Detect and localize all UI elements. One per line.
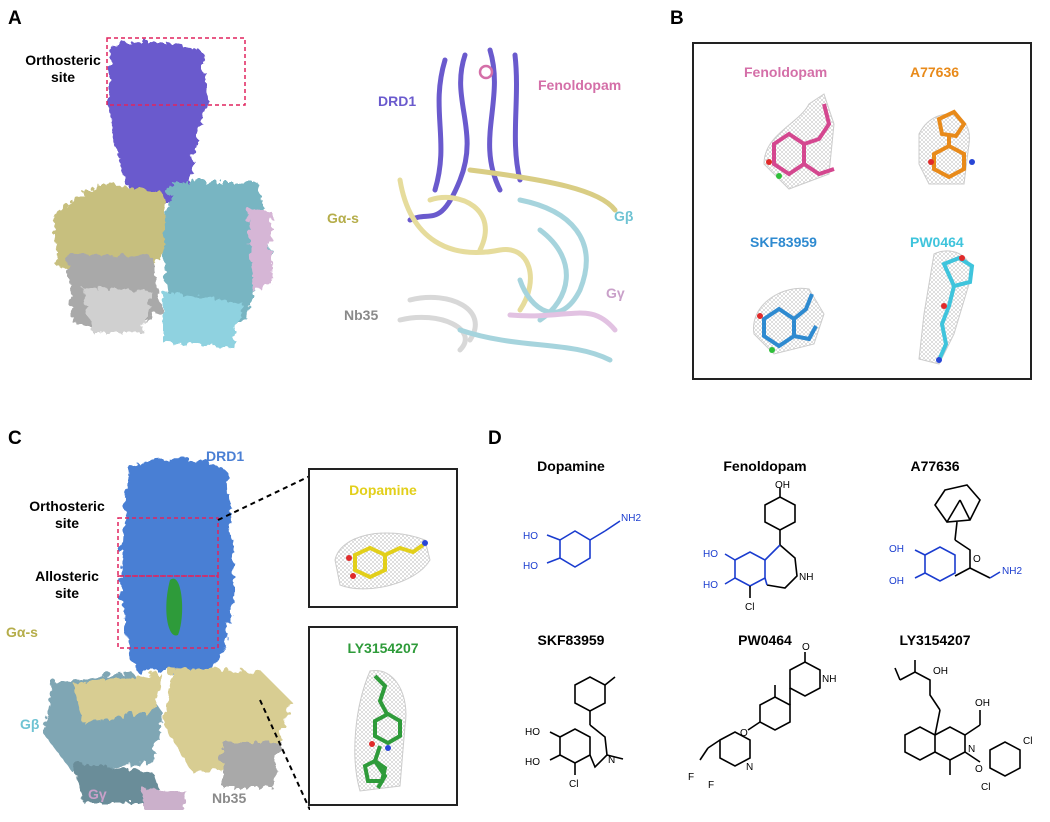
atom-label: N [608,755,615,766]
pw0464-structure: O NH O N F F [688,642,836,791]
atom-label: Cl [745,602,754,613]
a77636-label-b: A77636 [910,64,960,80]
atom-label: HO [703,549,718,560]
atom-label: OH [889,576,904,587]
panel-label-a: A [8,8,22,29]
compound-name: LY3154207 [899,632,971,648]
nb35-label-c: Nb35 [212,790,247,806]
atom-label: N [746,762,753,773]
panel-d: Dopamine Fenoldopam A77636 SKF83959 PW04… [495,440,1045,820]
panel-b-box: Fenoldopam A77636 SKF83959 PW0464 [692,42,1032,380]
skf83959-structure: HO HO N Cl [525,676,624,790]
panel-c: DRD1 Orthosteric site Allosteric site Gα… [0,420,480,820]
atom-label: F [708,780,714,791]
ly3154207-density [354,670,407,792]
atom-label: HO [523,561,538,572]
atom-label: O [740,728,748,739]
compound-name: A77636 [910,458,960,474]
gas-label-a: Gα-s [327,210,359,226]
drd1-label-a: DRD1 [378,93,417,109]
atom-label: HO [703,580,718,591]
dopamine-structure: HO HO NH2 [523,513,641,572]
orthosteric-site-label-a: Orthosteric site [25,52,101,85]
fenoldopam-label-b: Fenoldopam [744,64,828,80]
ly3154207-inset: LY3154207 [308,626,458,806]
gb-label-c: Gβ [20,716,40,732]
compound-name: SKF83959 [537,632,605,648]
atom-label: F [688,772,694,783]
panel-label-c: C [8,428,22,449]
gb-label-a: Gβ [614,208,634,224]
skf83959-label-b: SKF83959 [750,234,817,250]
gg-label-a: Gγ [606,285,625,301]
a77636-structure: O OH OH NH2 [889,484,1022,587]
atom-label: O [973,554,981,565]
atom-label: OH [889,544,904,555]
atom-label: Cl [1023,736,1032,747]
density-map-a [50,37,270,345]
panel-a: Orthosteric site DRD1 Fenoldopam Gα-s Gβ… [0,0,660,400]
atom-label: NH2 [1002,566,1022,577]
dopamine-density [334,532,431,590]
compound-name: Fenoldopam [723,458,807,474]
dopamine-label-c: Dopamine [349,482,417,498]
atom-label: OH [975,698,990,709]
density-map-c [40,456,310,810]
atom-label: O [975,764,983,775]
compound-name: PW0464 [738,632,792,648]
atom-label: HO [525,757,540,768]
atom-label: O [802,642,810,653]
gas-label-c: Gα-s [6,624,38,640]
ly3154207-label-c: LY3154207 [347,640,419,656]
atom-label: OH [933,666,948,677]
atom-label: HO [523,531,538,542]
pw0464-label-b: PW0464 [910,234,964,250]
atom-label: NH2 [621,513,641,524]
gg-label-c: Gγ [88,786,107,802]
atom-label: N [968,744,975,755]
nb35-label-a: Nb35 [344,307,379,323]
drd1-label-c: DRD1 [206,448,245,464]
fenoldopam-label-a: Fenoldopam [538,77,622,93]
atom-label: Cl [569,779,578,790]
allosteric-site-label-c: Allosteric site [35,568,99,601]
atom-label: NH [822,674,836,685]
panel-label-b: B [670,8,684,29]
fenoldopam-structure: OH HO HO NH Cl [703,480,813,613]
atom-label: NH [799,572,813,583]
ribbon-model-a [397,47,618,363]
compound-name: Dopamine [537,458,605,474]
ligand-density-b [753,93,975,365]
atom-label: HO [525,727,540,738]
ly3154207-structure: OH OH N O Cl Cl [894,660,1032,793]
orthosteric-site-label-c: Orthosteric site [29,498,105,531]
panel-label-d: D [488,428,502,449]
atom-label: OH [775,480,790,491]
atom-label: Cl [981,782,990,793]
dopamine-inset: Dopamine [308,468,458,608]
